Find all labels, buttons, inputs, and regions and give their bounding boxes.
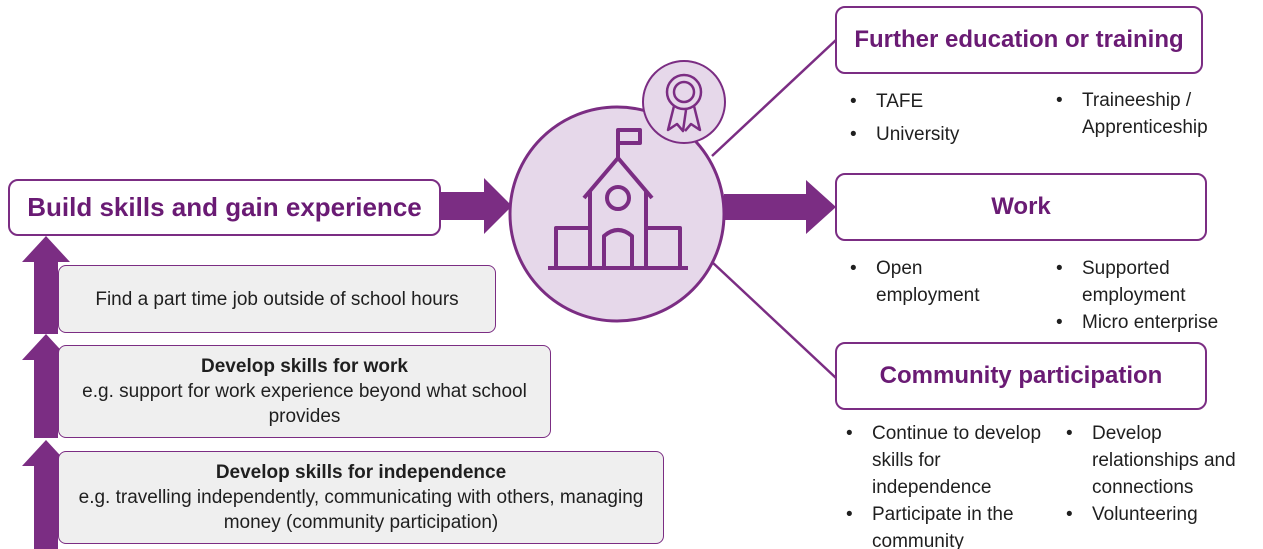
- list-item: Supported employment: [1052, 255, 1222, 309]
- list-item: Traineeship / Apprenticeship: [1052, 87, 1242, 141]
- arrow-school-to-work: [724, 180, 836, 234]
- work-title: Work: [991, 193, 1051, 220]
- skills-for-independence-body: e.g. travelling independently, communica…: [78, 487, 644, 533]
- list-item: TAFE: [846, 85, 1036, 118]
- build-skills-box: Build skills and gain experience: [8, 179, 441, 236]
- skills-for-independence-title: Develop skills for independence: [215, 462, 507, 483]
- work-box: Work: [835, 173, 1207, 241]
- further-education-title: Further education or training: [854, 26, 1184, 53]
- further-education-list-2: Traineeship / Apprenticeship: [1052, 87, 1252, 141]
- skills-for-work-body: e.g. support for work experience beyond …: [82, 381, 527, 427]
- skills-for-work-title: Develop skills for work: [201, 356, 408, 377]
- work-list-2: Supported employment Micro enterprise: [1052, 255, 1257, 336]
- list-item: Develop relationships and connections: [1062, 420, 1257, 501]
- further-education-list-1: TAFE University: [846, 85, 1036, 151]
- part-time-job-text: Find a part time job outside of school h…: [95, 288, 459, 310]
- community-box: Community participation: [835, 342, 1207, 410]
- list-item: Continue to develop skills for independe…: [842, 420, 1042, 501]
- community-title: Community participation: [879, 362, 1163, 389]
- arrow-build-to-school: [441, 178, 512, 234]
- school-icon: [548, 128, 688, 270]
- community-list-1: Continue to develop skills for independe…: [842, 420, 1042, 549]
- work-list-1: Open employment: [846, 255, 1001, 309]
- list-item: Participate in the community: [842, 501, 1042, 549]
- up-arrow-top: [22, 236, 70, 334]
- award-rosette-icon: [665, 73, 703, 133]
- connector-further-education: [711, 39, 837, 157]
- further-education-box: Further education or training: [835, 6, 1203, 74]
- part-time-job-box: Find a part time job outside of school h…: [58, 265, 496, 333]
- skills-for-work-box: Develop skills for work e.g. support for…: [58, 345, 551, 438]
- community-list-2: Develop relationships and connections Vo…: [1062, 420, 1260, 528]
- list-item: Volunteering: [1062, 501, 1260, 528]
- build-skills-title: Build skills and gain experience: [27, 192, 422, 222]
- list-item: Open employment: [846, 255, 1001, 309]
- skills-for-independence-box: Develop skills for independence e.g. tra…: [58, 451, 664, 544]
- list-item: University: [846, 118, 1036, 151]
- connector-community: [711, 261, 837, 379]
- list-item: Micro enterprise: [1052, 309, 1257, 336]
